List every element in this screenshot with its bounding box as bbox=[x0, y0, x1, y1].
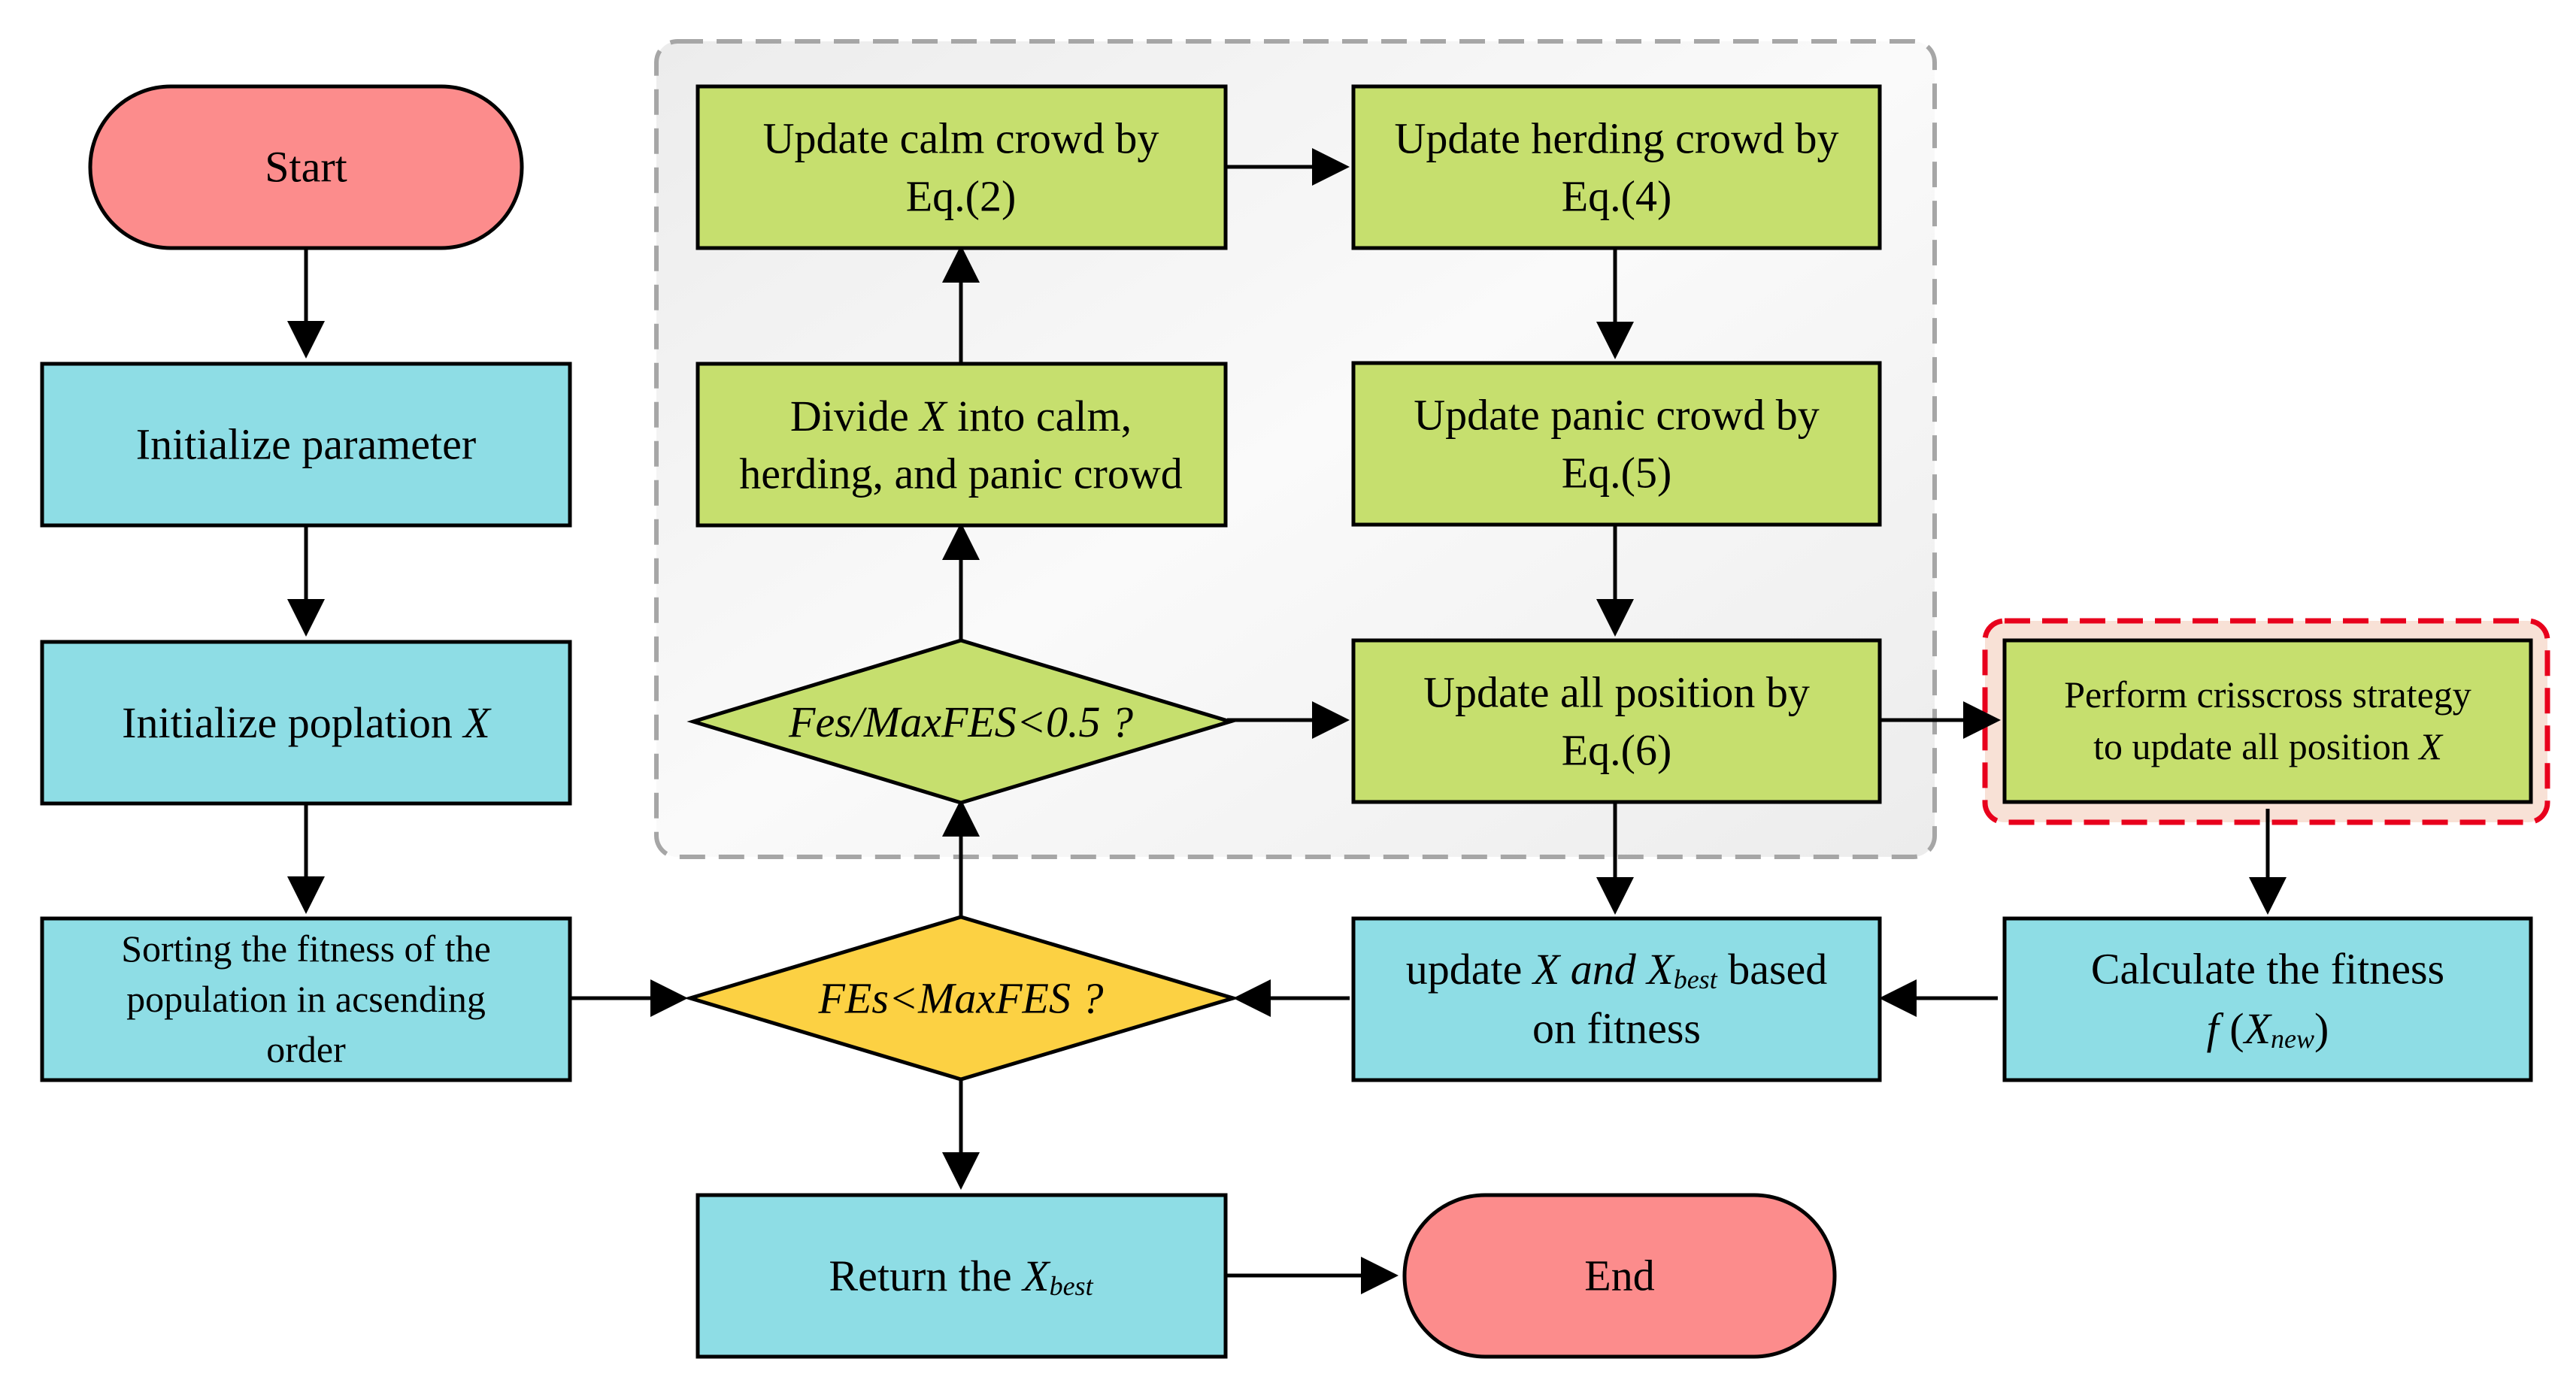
all-position-label-line1: Update all position by bbox=[1423, 668, 1810, 717]
end-node: End bbox=[1402, 1193, 1837, 1359]
all-position-label-line2: Eq.(6) bbox=[1562, 726, 1672, 775]
init-pop-node: Initialize poplation X bbox=[40, 640, 572, 806]
sort-node: Sorting the fitness of the population in… bbox=[40, 916, 572, 1082]
calm-node: Update calm crowd by Eq.(2) bbox=[696, 84, 1228, 250]
calm-label-line2: Eq.(2) bbox=[906, 172, 1017, 221]
init-pop-label: Initialize poplation X bbox=[122, 698, 492, 747]
return-node: Return the Xbest bbox=[696, 1193, 1228, 1359]
fitness-label-line2: f (Xnew) bbox=[2207, 1004, 2329, 1055]
crisscross-label-line1: Perform crisscross strategy bbox=[2064, 673, 2471, 716]
herding-label-line2: Eq.(4) bbox=[1562, 172, 1672, 221]
sort-label-line3: order bbox=[266, 1028, 346, 1070]
panic-label-line2: Eq.(5) bbox=[1562, 449, 1672, 498]
init-param-node: Initialize parameter bbox=[40, 362, 572, 528]
sort-label-line2: population in acsending bbox=[126, 978, 486, 1020]
herding-node: Update herding crowd by Eq.(4) bbox=[1351, 84, 1882, 250]
start-label: Start bbox=[265, 143, 347, 192]
panic-node: Update panic crowd by Eq.(5) bbox=[1351, 361, 1882, 527]
crisscross-node: Perform crisscross strategy to update al… bbox=[2002, 638, 2533, 804]
panic-label-line1: Update panic crowd by bbox=[1414, 391, 1820, 440]
fes-decision-node: FEs<MaxFES ? bbox=[683, 915, 1240, 1082]
end-label: End bbox=[1584, 1251, 1654, 1300]
all-position-node: Update all position by Eq.(6) bbox=[1351, 638, 1882, 804]
fitness-node: Calculate the fitness f (Xnew) bbox=[2002, 916, 2533, 1082]
ratio-decision-label: Fes/MaxFES<0.5 ? bbox=[788, 698, 1133, 746]
herding-label-line1: Update herding crowd by bbox=[1394, 114, 1838, 163]
return-label: Return the Xbest bbox=[829, 1251, 1093, 1302]
sort-label-line1: Sorting the fitness of the bbox=[121, 928, 491, 970]
update-best-node: update X and Xbest based on fitness bbox=[1351, 916, 1882, 1082]
divide-node: Divide X into calm, herding, and panic c… bbox=[696, 362, 1228, 528]
init-param-label: Initialize parameter bbox=[136, 420, 476, 469]
crisscross-label-line2: to update all position X bbox=[2093, 725, 2444, 767]
fitness-label-line1: Calculate the fitness bbox=[2091, 945, 2444, 994]
fes-decision-label: FEs<MaxFES ? bbox=[818, 974, 1104, 1023]
update-best-label-line2: on fitness bbox=[1532, 1004, 1701, 1053]
calm-label-line1: Update calm crowd by bbox=[763, 114, 1159, 163]
divide-label-line2: herding, and panic crowd bbox=[739, 449, 1182, 498]
update-best-label-line1: update X and Xbest based bbox=[1406, 945, 1828, 1004]
start-node: Start bbox=[88, 84, 524, 250]
divide-label-line1: Divide X into calm, bbox=[790, 392, 1132, 440]
ratio-decision-node: Fes/MaxFES<0.5 ? bbox=[686, 638, 1237, 805]
